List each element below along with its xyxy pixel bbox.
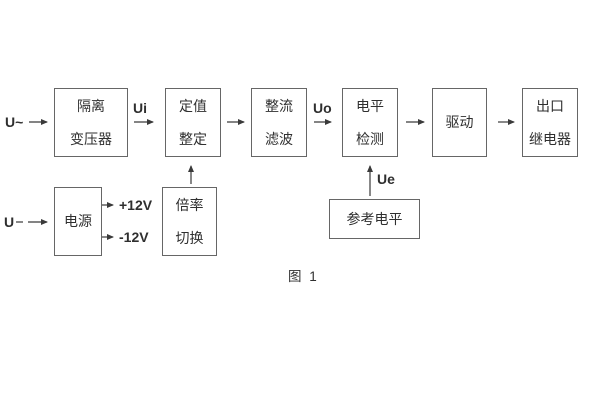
reference-level-block: 参考电平 — [329, 199, 420, 239]
power-supply-block: 电源 — [54, 187, 102, 256]
ac-input-label: U~ — [5, 114, 24, 130]
minus12v-label: -12V — [119, 229, 149, 245]
level-detection-label-line1: 电平 — [356, 97, 384, 114]
driver-block: 驱动 — [432, 88, 487, 157]
ratio-switch-block: 倍率 切换 — [162, 187, 217, 256]
figure-caption: 图 1 — [288, 269, 319, 284]
output-relay-label-line1: 出口 — [536, 97, 564, 114]
isolation-transformer-block: 隔离 变压器 — [54, 88, 128, 157]
dc-input-label: U — [4, 214, 15, 230]
ratio-switch-label-line1: 倍率 — [175, 196, 204, 213]
level-detection-block: 电平 检测 — [342, 88, 398, 157]
reference-level-label: 参考电平 — [346, 211, 403, 227]
rectifier-filter-block: 整流 滤波 — [251, 88, 307, 157]
output-relay-block: 出口 继电器 — [522, 88, 578, 157]
ratio-switch-label-line2: 切换 — [175, 229, 204, 246]
ui-signal-label: Ui — [133, 100, 147, 116]
ue-signal-label: Ue — [377, 171, 395, 187]
rectifier-filter-label-line2: 滤波 — [265, 130, 293, 147]
value-setting-label-line2: 整定 — [179, 130, 207, 147]
isolation-transformer-label-line2: 变压器 — [70, 130, 112, 147]
output-relay-label-line2: 继电器 — [529, 130, 571, 147]
uo-signal-label: Uo — [313, 100, 332, 116]
driver-label: 驱动 — [445, 114, 474, 130]
level-detection-label-line2: 检测 — [356, 130, 384, 147]
power-supply-label: 电源 — [64, 213, 92, 229]
value-setting-label-line1: 定值 — [179, 97, 207, 114]
plus12v-label: +12V — [119, 197, 153, 213]
isolation-transformer-label-line1: 隔离 — [77, 97, 105, 114]
value-setting-block: 定值 整定 — [165, 88, 221, 157]
rectifier-filter-label-line1: 整流 — [265, 97, 293, 114]
